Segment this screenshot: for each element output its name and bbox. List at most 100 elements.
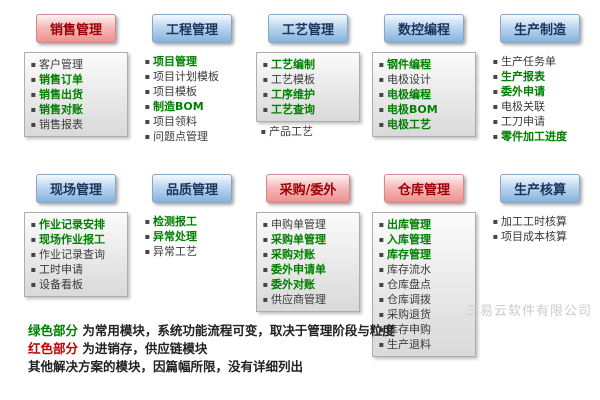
item-label: 销售订单 [39, 73, 83, 86]
list-item: ▪委外申请 [490, 84, 590, 99]
legend-line-other: 其他解决方案的模块，因篇幅所限，没有详细列出 [28, 359, 304, 374]
bullet-icon: ▪ [144, 132, 151, 141]
list-item: ▪工刀申请 [490, 114, 590, 129]
item-label: 客户管理 [39, 58, 83, 71]
bullet-icon: ▪ [144, 117, 151, 126]
bullet-icon: ▪ [262, 235, 269, 244]
item-label: 制造BOM [153, 100, 204, 113]
module-title-shopfloor-management: 现场管理 [35, 174, 116, 203]
item-label: 设备看板 [39, 278, 83, 291]
item-label: 异常工艺 [153, 245, 197, 258]
module-list-warehouse-management: ▪出库管理▪入库管理▪库存管理▪库存流水▪仓库盘点▪仓库调拨▪采购退货▪库存申购… [372, 212, 476, 357]
bullet-icon: ▪ [378, 120, 385, 129]
module-row-1: 销售管理▪客户管理▪销售订单▪销售出货▪销售对账▪销售报表工程管理▪项目管理▪项… [24, 14, 592, 146]
item-label: 工时申请 [39, 263, 83, 276]
item-label: 生产退料 [387, 338, 431, 351]
item-label: 项目模板 [153, 85, 197, 98]
item-label: 采购对账 [271, 248, 315, 261]
item-label: 零件加工进度 [501, 130, 567, 143]
bullet-icon: ▪ [378, 250, 385, 259]
item-label: 工序维护 [271, 88, 315, 101]
bullet-icon: ▪ [144, 72, 151, 81]
bullet-icon: ▪ [378, 295, 385, 304]
module-title-cnc-programming: 数控编程 [383, 14, 464, 43]
module-list-production-manufacturing: ▪生产任务单▪生产报表▪委外申请▪电极关联▪工刀申请▪零件加工进度 [488, 52, 592, 146]
item-label: 生产报表 [501, 70, 545, 83]
module-list-shopfloor-management: ▪作业记录安排▪现场作业报工▪作业记录查询▪工时申请▪设备看板 [24, 212, 128, 297]
item-label: 库存申购 [387, 323, 431, 336]
bullet-icon: ▪ [262, 220, 269, 229]
bullet-icon: ▪ [492, 57, 499, 66]
module-production-accounting: 生产核算▪加工工时核算▪项目成本核算 [488, 174, 592, 246]
list-item: ▪项目模板 [142, 84, 242, 99]
item-label: 项目成本核算 [501, 230, 567, 243]
bullet-icon: ▪ [378, 265, 385, 274]
bullet-icon: ▪ [144, 87, 151, 96]
item-label: 供应商管理 [271, 293, 326, 306]
item-label: 作业记录查询 [39, 248, 105, 261]
bullet-icon: ▪ [492, 232, 499, 241]
item-label: 现场作业报工 [39, 233, 105, 246]
bullet-icon: ▪ [144, 232, 151, 241]
bullet-icon: ▪ [378, 60, 385, 69]
item-label: 仓库调拨 [387, 293, 431, 306]
bullet-icon: ▪ [378, 280, 385, 289]
module-production-manufacturing: 生产制造▪生产任务单▪生产报表▪委外申请▪电极关联▪工刀申请▪零件加工进度 [488, 14, 592, 146]
legend-red-text: 为进销存，供应链模块 [78, 341, 208, 356]
list-item: ▪供应商管理 [260, 292, 356, 307]
bullet-icon: ▪ [378, 340, 385, 349]
list-item: ▪检测报工 [142, 214, 242, 229]
item-label: 仓库盘点 [387, 278, 431, 291]
bullet-icon: ▪ [492, 217, 499, 226]
list-item: ▪销售对账 [28, 102, 124, 117]
item-label: 采购单管理 [271, 233, 326, 246]
bullet-icon: ▪ [144, 102, 151, 111]
item-label: 库存流水 [387, 263, 431, 276]
list-item: ▪项目成本核算 [490, 229, 590, 244]
item-label: 采购退货 [387, 308, 431, 321]
list-item: ▪产品工艺 [258, 124, 358, 139]
bullet-icon: ▪ [378, 310, 385, 319]
module-sales-management: 销售管理▪客户管理▪销售订单▪销售出货▪销售对账▪销售报表 [24, 14, 128, 137]
item-label: 申购单管理 [271, 218, 326, 231]
list-item: ▪仓库调拨 [376, 292, 472, 307]
module-list-quality-management: ▪检测报工▪异常处理▪异常工艺 [140, 212, 244, 261]
module-title-process-management: 工艺管理 [267, 14, 348, 43]
module-list-overflow-process-management: ▪产品工艺 [256, 122, 360, 141]
list-item: ▪工序维护 [260, 87, 356, 102]
bullet-icon: ▪ [30, 220, 37, 229]
module-title-quality-management: 品质管理 [151, 174, 232, 203]
list-item: ▪销售订单 [28, 72, 124, 87]
bullet-icon: ▪ [492, 102, 499, 111]
list-item: ▪电极工艺 [376, 117, 472, 132]
list-item: ▪委外申请单 [260, 262, 356, 277]
bullet-icon: ▪ [262, 60, 269, 69]
bullet-icon: ▪ [144, 57, 151, 66]
list-item: ▪采购对账 [260, 247, 356, 262]
bullet-icon: ▪ [30, 235, 37, 244]
list-item: ▪仓库盘点 [376, 277, 472, 292]
item-label: 作业记录安排 [39, 218, 105, 231]
list-item: ▪生产退料 [376, 337, 472, 352]
bullet-icon: ▪ [144, 217, 151, 226]
list-item: ▪库存管理 [376, 247, 472, 262]
list-item: ▪委外对账 [260, 277, 356, 292]
item-label: 电极设计 [387, 73, 431, 86]
bullet-icon: ▪ [30, 265, 37, 274]
bullet-icon: ▪ [378, 220, 385, 229]
item-label: 入库管理 [387, 233, 431, 246]
item-label: 委外申请单 [271, 263, 326, 276]
bullet-icon: ▪ [492, 87, 499, 96]
list-item: ▪电极关联 [490, 99, 590, 114]
legend: 绿色部分 为常用模块，系统功能流程可变，取决于管理阶段与粒度 红色部分 为进销存… [28, 322, 395, 376]
watermark: 三易云软件有限公司 [465, 304, 592, 319]
list-item: ▪工艺查询 [260, 102, 356, 117]
list-item: ▪设备看板 [28, 277, 124, 292]
bullet-icon: ▪ [492, 132, 499, 141]
list-item: ▪申购单管理 [260, 217, 356, 232]
list-item: ▪销售报表 [28, 117, 124, 132]
item-label: 检测报工 [153, 215, 197, 228]
list-item: ▪生产任务单 [490, 54, 590, 69]
module-list-purchasing-outsourcing: ▪申购单管理▪采购单管理▪采购对账▪委外申请单▪委外对账▪供应商管理 [256, 212, 360, 312]
